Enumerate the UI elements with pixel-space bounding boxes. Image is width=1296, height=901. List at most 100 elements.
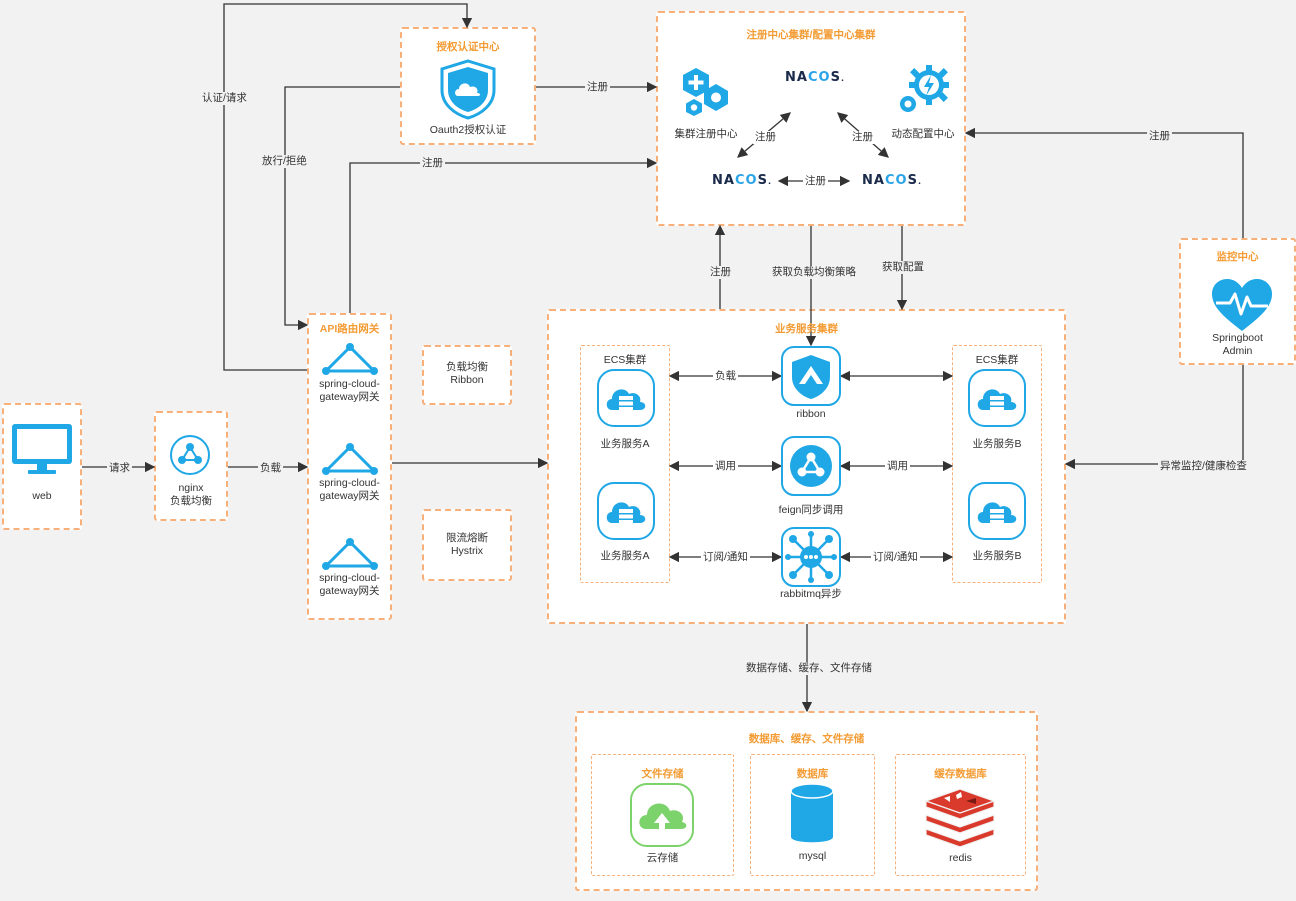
nacos-text: . xyxy=(840,74,845,83)
nginx-label-line2: 负载均衡 xyxy=(170,495,212,507)
edge-label-register-monitor: 注册 xyxy=(1147,130,1172,143)
edge-label-load: 负载 xyxy=(258,462,283,475)
hexagon-plus-icon xyxy=(683,68,728,116)
cache-db-box xyxy=(895,754,1026,876)
nacos-text: O xyxy=(818,70,831,85)
database-label: mysql xyxy=(798,850,827,862)
gear-lightning-icon xyxy=(900,65,949,112)
edge-label-get-lb: 获取负载均衡策略 xyxy=(770,266,858,279)
registry-cluster-box xyxy=(656,11,966,226)
monitor-label-line1: Springboot xyxy=(1212,332,1263,344)
edge-label-register-auth: 注册 xyxy=(585,81,610,94)
nacos-text: S xyxy=(757,173,768,188)
cloud-server-icon xyxy=(968,369,1026,427)
hystrix-line2: Hystrix xyxy=(450,545,484,557)
gateway-node-2-line1: spring-cloud- xyxy=(319,477,380,489)
cache-db-title: 缓存数据库 xyxy=(934,768,987,780)
cloud-server-icon xyxy=(597,369,655,427)
edge-label-storage: 数据存储、缓存、文件存储 xyxy=(744,662,874,675)
cloud-server-icon xyxy=(968,482,1026,540)
monitor-label-line2: Admin xyxy=(1222,345,1253,357)
gateway-triangle-icon xyxy=(322,343,378,375)
edge-health-check xyxy=(1064,365,1244,470)
edge-label-get-config: 获取配置 xyxy=(880,261,926,274)
nacos-text: C xyxy=(734,173,746,188)
monitor-center-box xyxy=(1179,238,1296,365)
edge-label-request: 请求 xyxy=(107,462,132,475)
nacos-text: NA xyxy=(862,173,885,188)
nacos-text: S xyxy=(830,70,841,85)
ribbon-lb-line1: 负载均衡 xyxy=(446,361,488,373)
gateway-node-3-label: spring-cloud- gateway网关 xyxy=(307,572,392,598)
edge-label-register-business: 注册 xyxy=(708,266,733,279)
ecs-left-title: ECS集群 xyxy=(603,354,647,366)
edge-label-ribbon-load: 负载 xyxy=(713,370,738,383)
feign-label: feign同步调用 xyxy=(778,504,844,516)
edge-label-auth-request: 认证/请求 xyxy=(200,92,249,105)
cloud-upload-icon xyxy=(630,783,694,847)
ribbon-shield-icon xyxy=(781,346,841,406)
svc-a2-label: 业务服务A xyxy=(600,550,650,562)
edge-label-register-gateway: 注册 xyxy=(420,157,445,170)
nacos-text: . xyxy=(917,177,922,186)
monitor-label: Springboot Admin xyxy=(1179,332,1296,358)
gateway-node-2-line2: gateway网关 xyxy=(319,490,380,502)
nacos-text: NA xyxy=(712,173,735,188)
gateway-node-3-line1: spring-cloud- xyxy=(319,572,380,584)
edge-gateway-registry xyxy=(349,157,658,313)
hystrix-label: 限流熔断 Hystrix xyxy=(422,532,512,558)
gateway-triangle-icon xyxy=(322,538,378,570)
gateway-node-3-line2: gateway网关 xyxy=(319,585,380,597)
monitor-title: 监控中心 xyxy=(1216,251,1259,263)
nacos-text: . xyxy=(767,177,772,186)
business-title: 业务服务集群 xyxy=(775,323,838,335)
gateway-node-1-line1: spring-cloud- xyxy=(319,378,380,390)
monitor-icon xyxy=(12,424,72,474)
gateway-title: API路由网关 xyxy=(319,323,380,335)
redis-logo-icon xyxy=(924,788,996,847)
ribbon-lb-label: 负载均衡 Ribbon xyxy=(422,361,512,387)
svc-a1-label: 业务服务A xyxy=(600,438,650,450)
ribbon-lb-line2: Ribbon xyxy=(450,374,484,386)
nacos-text: O xyxy=(895,173,908,188)
cloud-server-icon xyxy=(597,482,655,540)
nacos-text: C xyxy=(884,173,896,188)
nacos-text: O xyxy=(745,173,758,188)
database-title: 数据库 xyxy=(796,768,829,780)
nacos-logo-right: NACOS. xyxy=(862,173,922,188)
edge-auth-request xyxy=(223,3,473,371)
edge-label-register-left: 注册 xyxy=(753,131,778,144)
cluster-registry-label: 集群注册中心 xyxy=(674,128,738,140)
ecs-right-title: ECS集群 xyxy=(975,354,1019,366)
nacos-text: C xyxy=(807,70,819,85)
edge-label-allow-deny: 放行/拒绝 xyxy=(260,155,309,168)
edge-label-register-bottom: 注册 xyxy=(803,175,828,188)
nginx-label-line1: nginx xyxy=(178,482,204,494)
nacos-logo-top: NACOS. xyxy=(785,70,845,85)
web-label: web xyxy=(32,490,52,502)
edge-label-health-check: 异常监控/健康检查 xyxy=(1158,460,1249,473)
gateway-node-1-label: spring-cloud- gateway网关 xyxy=(307,378,392,404)
gateway-node-1-line2: gateway网关 xyxy=(319,391,380,403)
nacos-text: NA xyxy=(785,70,808,85)
edge-label-call-right: 调用 xyxy=(885,460,910,473)
nginx-label: nginx 负载均衡 xyxy=(154,482,228,508)
shield-cloud-icon xyxy=(440,59,496,120)
config-center-label: 动态配置中心 xyxy=(891,128,955,140)
rabbitmq-hub-icon xyxy=(781,527,841,587)
file-storage-label: 云存储 xyxy=(646,852,679,864)
hystrix-line1: 限流熔断 xyxy=(446,532,488,544)
registry-title: 注册中心集群/配置中心集群 xyxy=(746,29,876,41)
auth-label: Oauth2授权认证 xyxy=(429,124,507,136)
edge-monitor-registry xyxy=(964,127,1244,238)
file-storage-title: 文件存储 xyxy=(641,768,684,780)
rabbitmq-label: rabbitmq异步 xyxy=(780,588,842,600)
svc-b1-label: 业务服务B xyxy=(972,438,1022,450)
edge-allow-deny xyxy=(284,86,400,331)
nginx-node-icon xyxy=(170,435,210,475)
edge-label-sub-left: 订阅/通知 xyxy=(701,551,750,564)
cache-db-label: redis xyxy=(949,852,972,864)
nacos-text: S xyxy=(907,173,918,188)
edge-label-register-right: 注册 xyxy=(850,131,875,144)
ribbon-lb-box xyxy=(422,345,512,405)
